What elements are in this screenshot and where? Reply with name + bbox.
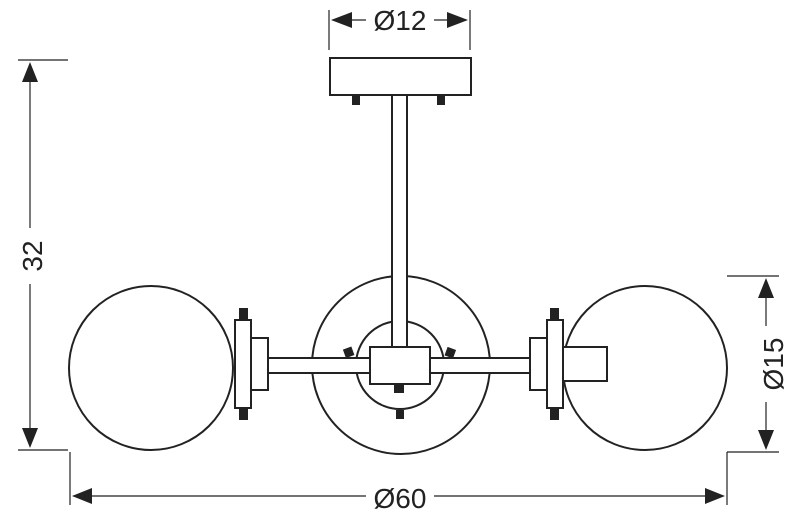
globe-diameter-label: Ø15 (758, 338, 789, 391)
left-globe (68, 285, 234, 451)
globe-diameter-dimension: Ø15 (727, 275, 789, 453)
height-label: 32 (17, 240, 48, 271)
canopy-width-dimension: Ø12 (328, 5, 471, 50)
center-hub (342, 346, 457, 419)
right-socket (529, 308, 608, 420)
width-label: Ø60 (374, 483, 427, 514)
height-dimension: 32 (14, 59, 68, 451)
width-dimension: Ø60 (69, 452, 728, 514)
left-socket (234, 308, 269, 420)
canopy-diameter-label: Ø12 (374, 5, 427, 36)
vertical-stem (391, 94, 408, 349)
